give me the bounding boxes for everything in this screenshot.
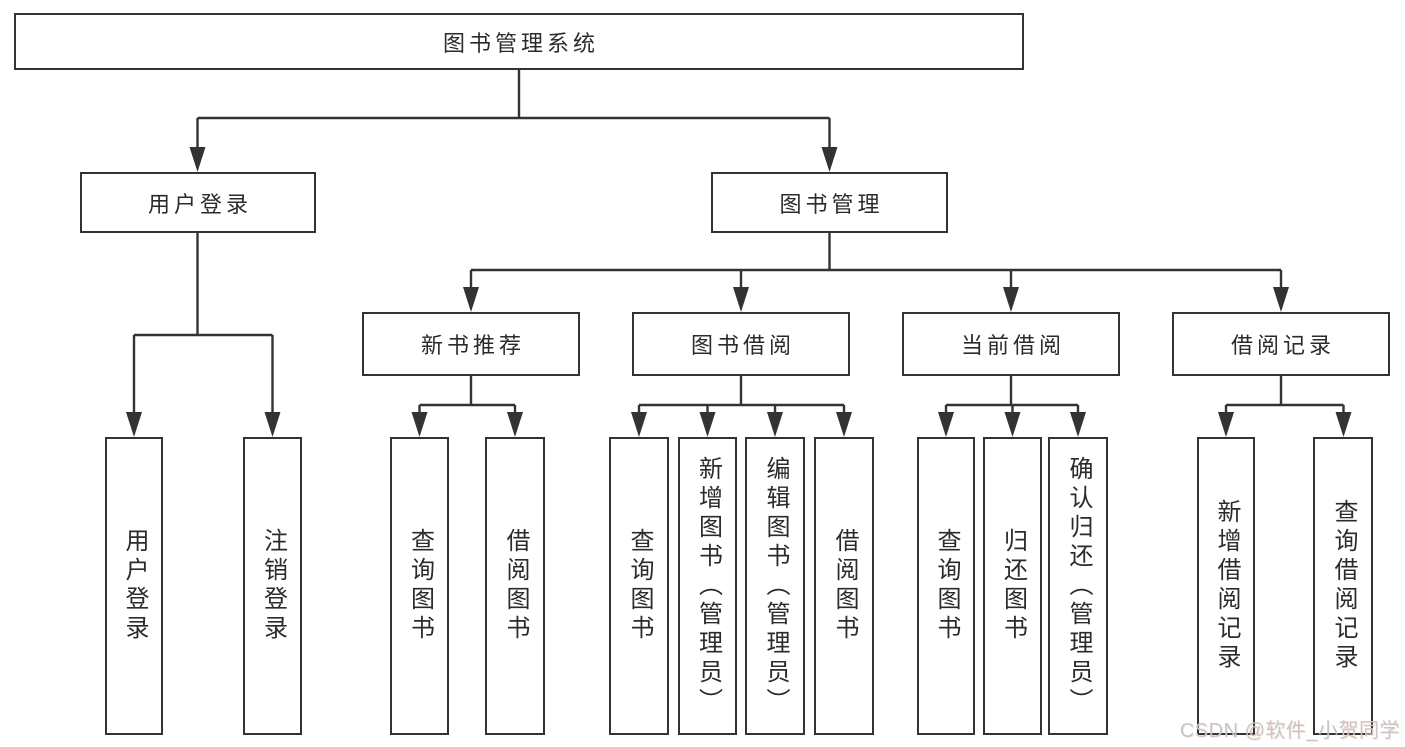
node-label: 图书借阅 <box>690 333 795 358</box>
arrow-icon <box>1218 412 1234 437</box>
arrow-icon <box>507 412 523 437</box>
node-label: 查询图书 <box>406 528 434 644</box>
arrow-icon <box>1273 287 1289 312</box>
arrow-icon <box>821 147 838 172</box>
arrow-icon <box>1070 412 1086 437</box>
arrow-icon <box>631 412 647 437</box>
node-label: 新书推荐 <box>420 333 525 358</box>
node-label: 归还图书 <box>999 528 1027 644</box>
node-leaf-query-books: 查询图书 <box>609 437 669 735</box>
node-label: 编辑图书（管理员） <box>762 455 789 717</box>
arrow-icon <box>767 412 783 437</box>
node-leaf-query-books-current: 查询图书 <box>917 437 975 735</box>
node-leaf-query-books-recommend: 查询图书 <box>390 437 449 735</box>
arrow-icon <box>126 412 142 437</box>
node-book-management-system: 图书管理系统 <box>14 13 1024 70</box>
node-label: 注销登录 <box>259 528 287 644</box>
node-new-book-recommend: 新书推荐 <box>362 312 580 376</box>
node-leaf-borrow-books: 借阅图书 <box>814 437 874 735</box>
node-book-borrowing: 图书借阅 <box>632 312 850 376</box>
node-label: 借阅图书 <box>502 528 529 644</box>
node-user-login: 用户登录 <box>80 172 316 233</box>
node-leaf-add-borrow-record: 新增借阅记录 <box>1197 437 1255 735</box>
node-label: 图书管理 <box>779 191 884 217</box>
arrow-icon <box>189 147 206 172</box>
node-label: 图书管理系统 <box>442 30 599 56</box>
arrow-icon <box>1335 412 1352 437</box>
node-label: 新增图书（管理员） <box>694 455 722 717</box>
arrow-icon <box>411 412 428 437</box>
arrow-icon <box>1004 412 1021 437</box>
arrow-icon <box>938 412 954 437</box>
node-leaf-edit-books-admin: 编辑图书（管理员） <box>745 437 805 735</box>
node-label: 借阅记录 <box>1230 333 1335 358</box>
node-current-borrowing: 当前借阅 <box>902 312 1120 376</box>
arrow-icon <box>699 412 716 437</box>
node-leaf-logout: 注销登录 <box>243 437 302 735</box>
node-leaf-user-login: 用户登录 <box>105 437 163 735</box>
node-label: 借阅图书 <box>831 528 858 644</box>
node-label: 查询图书 <box>933 528 960 644</box>
node-leaf-confirm-return-admin: 确认归还（管理员） <box>1048 437 1108 735</box>
node-label: 用户登录 <box>121 528 148 644</box>
node-book-management: 图书管理 <box>711 172 948 233</box>
node-label: 当前借阅 <box>960 333 1065 358</box>
node-label: 查询图书 <box>626 528 653 644</box>
node-label: 确认归还（管理员） <box>1065 455 1092 717</box>
csdn-watermark: CSDN @软件_小贺同学 <box>1179 720 1400 742</box>
node-leaf-return-books: 归还图书 <box>983 437 1042 735</box>
node-label: 查询借阅记录 <box>1330 499 1357 673</box>
node-leaf-add-books-admin: 新增图书（管理员） <box>678 437 737 735</box>
node-leaf-query-borrow-record: 查询借阅记录 <box>1313 437 1373 735</box>
node-label: 新增借阅记录 <box>1213 499 1240 673</box>
arrow-icon <box>264 412 281 437</box>
node-leaf-borrow-books-recommend: 借阅图书 <box>485 437 545 735</box>
arrow-icon <box>1003 287 1019 312</box>
arrow-icon <box>733 287 749 312</box>
node-label: 用户登录 <box>147 191 252 217</box>
arrow-icon <box>463 287 479 312</box>
arrow-icon <box>836 412 852 437</box>
node-borrowing-records: 借阅记录 <box>1172 312 1390 376</box>
